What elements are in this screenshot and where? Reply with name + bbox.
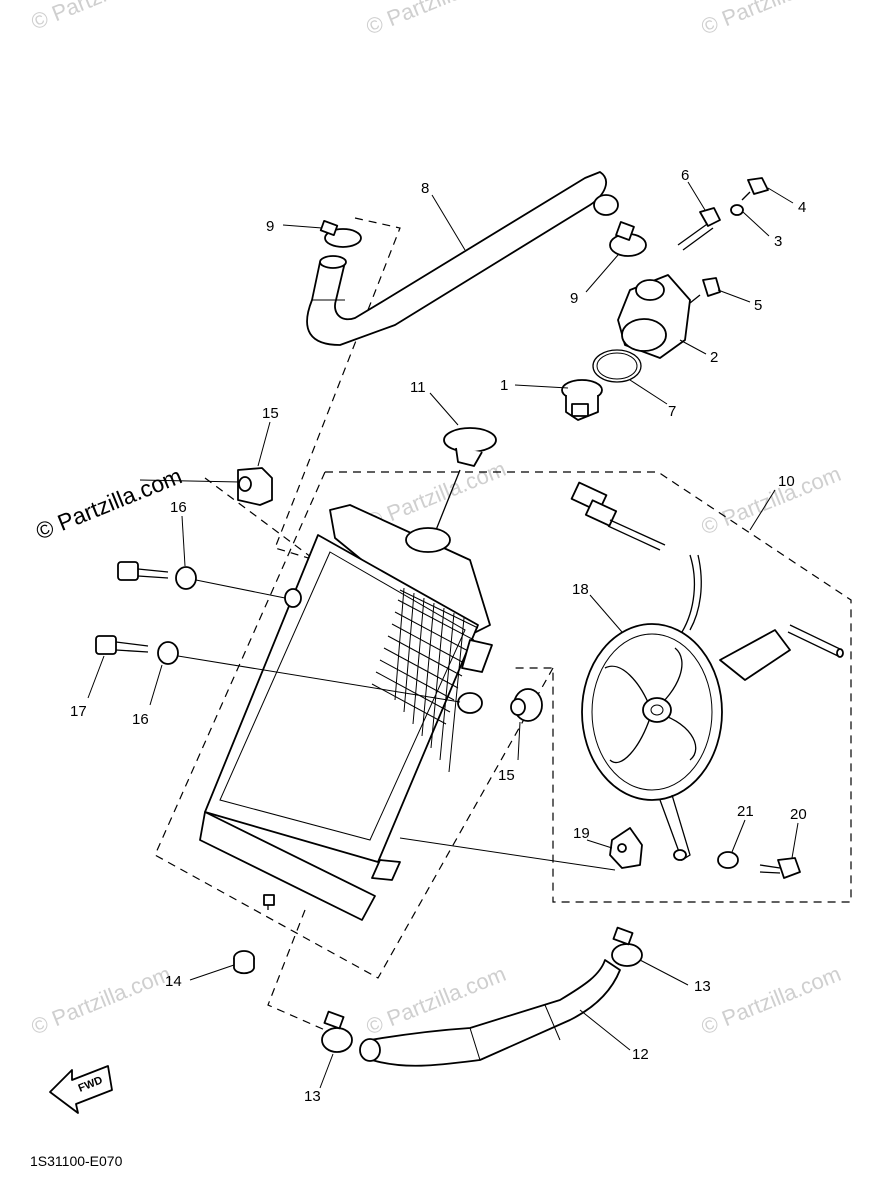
watermark-main: © Partzilla.com xyxy=(32,462,185,544)
forward-arrow-icon: FWD xyxy=(49,1065,113,1114)
callout-7: 7 xyxy=(668,403,676,420)
callout-16: 16 xyxy=(170,499,187,516)
hose-clamp-lower-right xyxy=(611,926,643,967)
callout-18: 18 xyxy=(572,581,589,598)
callouts: 9 8 9 6 3 4 5 2 1 7 11 15 16 10 18 17 16… xyxy=(70,167,807,1105)
o-ring xyxy=(592,349,642,383)
callout-11: 11 xyxy=(410,379,426,396)
callout-14: 14 xyxy=(165,973,182,990)
fan-motor-assembly xyxy=(581,554,791,861)
watermark-top-center: © Partzilla.com xyxy=(363,0,510,40)
o-ring-inner xyxy=(596,352,638,380)
callout-13: 13 xyxy=(304,1088,321,1105)
watermark-bottom-right: © Partzilla.com xyxy=(698,961,845,1040)
watermark-top-right: © Partzilla.com xyxy=(698,0,845,40)
watermark-top-left: © Partzilla.com xyxy=(28,0,175,35)
callout-9: 9 xyxy=(570,290,578,307)
callout-4: 4 xyxy=(798,199,806,216)
callout-3: 3 xyxy=(774,233,782,250)
callout-2: 2 xyxy=(710,349,718,366)
bolt-17 xyxy=(95,635,149,655)
bolt-20 xyxy=(759,857,801,879)
callout-8: 8 xyxy=(421,180,429,197)
callout-15: 15 xyxy=(262,405,279,422)
damper-lower xyxy=(510,688,543,722)
grommet-14 xyxy=(233,950,255,975)
bolt-upper xyxy=(117,561,169,581)
thermostat-housing xyxy=(617,274,691,359)
bolt-6 xyxy=(677,207,721,251)
callout-20: 20 xyxy=(790,806,807,823)
bolt-5 xyxy=(689,277,721,304)
lower-radiator-hose xyxy=(359,959,621,1067)
bracket-19 xyxy=(609,827,643,869)
radiator-fins xyxy=(371,587,479,773)
callout-6: 6 xyxy=(681,167,689,184)
thermostat xyxy=(561,379,603,421)
callout-1: 1 xyxy=(500,377,508,394)
leader-lines xyxy=(87,181,799,1089)
hose-clamp-right xyxy=(609,221,647,257)
upper-radiator-hose xyxy=(306,171,619,346)
overflow-tube xyxy=(787,624,844,658)
leader-collar-lower xyxy=(177,655,461,703)
guide-line-lower xyxy=(267,909,326,1031)
radiator xyxy=(199,504,493,921)
collar-upper xyxy=(175,566,197,590)
diagram-code: 1S31100-E070 xyxy=(30,1153,123,1169)
callout-9: 9 xyxy=(266,218,274,235)
watermarks: © Partzilla.com © Partzilla.com © Partzi… xyxy=(28,0,845,1040)
hose-guide-line xyxy=(274,217,401,561)
radiator-cap xyxy=(431,427,497,541)
fan-connector xyxy=(570,481,666,551)
washer-3 xyxy=(730,204,744,216)
washer-21 xyxy=(717,851,739,869)
watermark-mid-right: © Partzilla.com xyxy=(698,461,845,540)
callout-19: 19 xyxy=(573,825,590,842)
callout-21: 21 xyxy=(737,803,754,820)
callout-12: 12 xyxy=(632,1046,649,1063)
watermark-bottom-left: © Partzilla.com xyxy=(28,961,175,1040)
callout-17: 17 xyxy=(70,703,87,720)
bolt-4 xyxy=(741,177,769,201)
callout-16: 16 xyxy=(132,711,149,728)
hose-clamp-lower-left xyxy=(321,1010,353,1053)
callout-15: 15 xyxy=(498,767,515,784)
radiator-assembly-outline xyxy=(154,471,554,979)
hose-clamp-left xyxy=(319,220,362,248)
leader-collar-upper xyxy=(195,579,286,599)
callout-13: 13 xyxy=(694,978,711,995)
damper-upper xyxy=(237,467,273,506)
callout-5: 5 xyxy=(754,297,762,314)
collar-lower xyxy=(157,641,179,665)
leader-bracket xyxy=(399,837,616,871)
callout-10: 10 xyxy=(778,473,795,490)
